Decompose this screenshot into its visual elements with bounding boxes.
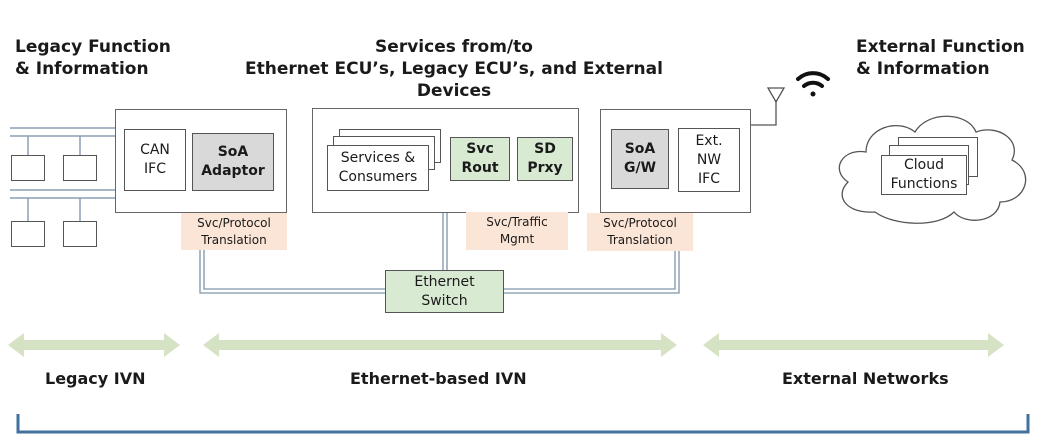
services-consumers-block: Services & Consumers — [327, 145, 429, 191]
traffic-mgmt-tag: Svc/Traffic Mgmt — [466, 212, 568, 250]
ext-nw-line2: NW — [696, 151, 722, 168]
ext-nw-ifc-block: Ext. NW IFC — [678, 128, 740, 192]
legacy-ecu-box — [63, 155, 97, 181]
zone-label-external: External Networks — [782, 369, 949, 388]
ethernet-links — [199, 212, 680, 294]
can-ifc-block: CAN IFC — [124, 129, 186, 191]
legacy-translation-tag: Svc/Protocol Translation — [181, 213, 287, 250]
legacy-heading: Legacy Function & Information — [15, 36, 171, 80]
soa-gw-line2: G/W — [623, 160, 657, 176]
external-heading-line2: & Information — [856, 59, 990, 79]
gateway-tag-line1: Svc/Protocol — [603, 216, 677, 230]
zone-label-ethernet: Ethernet-based IVN — [350, 369, 527, 388]
switch-line1: Ethernet — [414, 273, 475, 290]
cloud-functions-block: Cloud Functions — [881, 155, 967, 195]
legacy-gateway-box: CAN IFC SoA Adaptor — [115, 109, 287, 213]
zone-arrows — [8, 333, 1004, 357]
can-ifc-line1: CAN — [140, 142, 170, 158]
legacy-can-bus — [10, 127, 116, 222]
legacy-ecu-box — [63, 221, 97, 247]
soa-adaptor-block: SoA Adaptor — [192, 133, 274, 191]
traffic-tag-line2: Mgmt — [499, 232, 535, 246]
svc-rout-block: Svc Rout — [450, 137, 510, 181]
services-heading-line2: Ethernet ECU’s, Legacy ECU’s, and Extern… — [245, 59, 663, 101]
consumers-line2: Consumers — [338, 169, 418, 185]
legacy-ecu-box — [11, 221, 45, 247]
bottom-bracket — [16, 414, 1030, 434]
external-gateway-box: SoA G/W Ext. NW IFC — [600, 109, 751, 213]
ethernet-switch: Ethernet Switch — [385, 270, 504, 313]
antenna-icon — [750, 87, 786, 126]
gateway-translation-tag: Svc/Protocol Translation — [587, 213, 693, 251]
external-heading-line1: External Function — [856, 37, 1025, 57]
zone-label-legacy: Legacy IVN — [45, 369, 146, 388]
consumers-line1: Services & — [340, 150, 416, 166]
external-heading: External Function & Information — [856, 36, 1025, 80]
soa-gw-line1: SoA — [624, 141, 656, 157]
wifi-icon — [796, 71, 830, 97]
sd-prxy-block: SD Prxy — [517, 137, 573, 181]
traffic-tag-line1: Svc/Traffic — [486, 215, 548, 229]
sd-prxy-line1: SD — [534, 141, 556, 157]
can-ifc-line2: IFC — [144, 161, 166, 177]
services-heading-line1: Services from/to — [375, 37, 533, 57]
ext-nw-line3: IFC — [698, 170, 720, 187]
gateway-tag-line2: Translation — [607, 233, 673, 247]
legacy-tag-line2: Translation — [201, 233, 267, 247]
legacy-heading-line1: Legacy Function — [15, 37, 171, 57]
ext-nw-line1: Ext. — [695, 132, 723, 149]
cloud-line1: Cloud — [904, 157, 944, 173]
legacy-tag-line1: Svc/Protocol — [197, 216, 271, 230]
soa-gw-block: SoA G/W — [611, 129, 669, 189]
services-box: Services & Consumers Svc Rout SD Prxy — [312, 108, 579, 213]
cloud-line2: Functions — [890, 176, 958, 192]
soa-adaptor-line2: Adaptor — [201, 163, 265, 179]
legacy-heading-line2: & Information — [15, 59, 149, 79]
svc-rout-line2: Rout — [461, 160, 499, 176]
sd-prxy-line2: Prxy — [527, 160, 563, 176]
services-heading: Services from/to Ethernet ECU’s, Legacy … — [224, 36, 684, 102]
svc-rout-line1: Svc — [466, 141, 494, 157]
soa-adaptor-line1: SoA — [217, 144, 249, 160]
switch-line2: Switch — [421, 292, 468, 309]
legacy-ecu-box — [11, 155, 45, 181]
